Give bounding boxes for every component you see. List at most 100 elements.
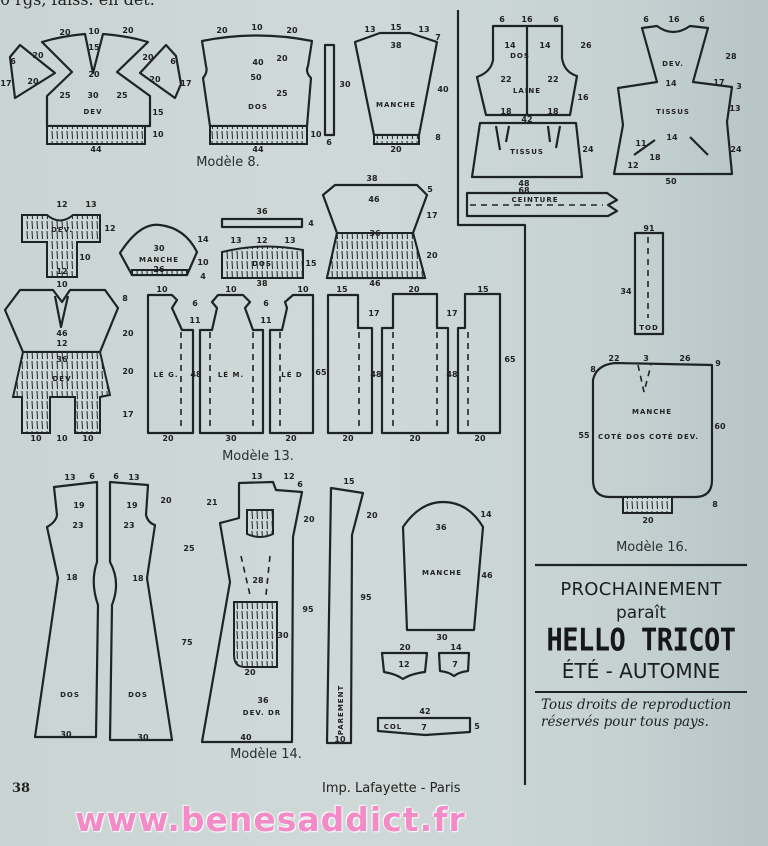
model8-left-sleeve-piece [8,43,57,100]
measurement: 6 [89,472,95,481]
measurement: 11 [260,316,272,325]
measurement: 6 [113,472,119,481]
model8-right-sleeve-piece [138,43,183,100]
measurement: 17 [426,211,437,220]
measurement: 4 [200,272,206,281]
measurement: 17 [446,309,457,318]
model14-pocket-flap-1 [380,651,429,681]
measurement: 16 [577,93,589,102]
model13-dos-piece [221,245,304,279]
measurement: 15 [477,285,489,294]
model14-dos-left-label: DOS [60,691,80,699]
measurement: 48 [518,179,530,188]
measurement: 13 [64,473,75,482]
measurement: 48 [370,370,382,379]
model16-dev-tissus-piece [612,24,734,176]
measurement: 23 [123,521,134,530]
model13-back-panel-3 [456,292,502,435]
measurement: 9 [715,359,721,368]
measurement: 46 [368,195,380,204]
measurement: 6 [192,299,198,308]
measurement: 25 [276,89,288,98]
measurement: 14 [480,510,492,519]
measurement: 30 [339,80,351,89]
model13-panel-le-g [146,293,195,435]
model8-dev-label: DEV [83,108,102,116]
measurement: 15 [305,259,317,268]
measurement: 40 [240,733,252,742]
model16-cote-dev-label: COTÉ DEV. [649,432,699,441]
model14-manche-label: MANCHE [422,569,462,577]
model13-caption: Modèle 13. [222,449,294,464]
measurement: 16 [668,15,680,24]
model16-manche-label: MANCHE [632,408,672,416]
model16-manche-cuff [622,496,673,514]
announcement-parait: paraît [615,603,666,623]
measurement: 30 [277,631,289,640]
model16-laine-label: LAINE [513,87,541,95]
measurement: 18 [66,573,78,582]
model16-caption: Modèle 16. [616,540,688,555]
model8-dos-label: DOS [248,103,268,111]
measurement: 16 [521,15,533,24]
model14-dos-right-label: DOS [128,691,148,699]
model13-panel-le-m [198,293,265,435]
measurement: 7 [421,723,427,732]
measurement: 48 [446,370,458,379]
measurement: 8 [590,365,596,374]
printer-credit: Imp. Lafayette - Paris [322,781,461,796]
measurement: 13 [418,25,429,34]
measurement: 6 [499,15,505,24]
measurement: 36 [435,523,447,532]
measurement: 17 [180,79,191,88]
measurement: 38 [366,174,378,183]
measurement: 21 [206,498,218,507]
measurement: 36 [257,696,269,705]
measurement: 20 [286,26,298,35]
model14-dos-left-piece [33,480,100,739]
model8-manche-ribbing [373,134,420,145]
model8-strip [323,43,336,137]
measurement: 20 [399,643,411,652]
measurement: 46 [56,329,68,338]
measurement: 20 [88,70,100,79]
model8-dev-piece [40,32,152,128]
announcement-season: ÉTÉ - AUTOMNE [561,659,721,683]
model13-le-g-label: LÉ G. [153,370,178,379]
measurement: 6 [326,138,332,147]
model13-panel-le-d [268,293,315,435]
model16-tissus-label: TISSUS [510,148,544,156]
measurement: 25 [116,91,128,100]
announcement-title: HELLO TRICOT [546,622,736,659]
measurement: 10 [156,285,168,294]
measurement: 20 [122,26,134,35]
measurement: 18 [132,574,144,583]
measurement: 12 [283,472,294,481]
measurement: 13 [251,472,262,481]
measurement: 11 [635,139,647,148]
measurement: 7 [435,33,441,42]
model16-strip [633,231,665,336]
measurement: 20 [408,285,420,294]
measurement: 30 [87,91,99,100]
model16-ceinture-piece [465,191,619,218]
measurement: 55 [578,431,590,440]
model14-dos-right-piece [108,480,174,742]
model8-dev-ribbing [46,125,146,145]
model16-skirt-piece [470,121,584,179]
measurement: 15 [390,23,402,32]
measurement: 15 [88,43,100,52]
measurement: 20 [122,329,134,338]
measurement: 10 [310,130,322,139]
measurement: 15 [343,477,355,486]
model16-ceinture-label: CEINTURE [511,196,558,204]
measurement: 26 [679,354,691,363]
model8-manche-label: MANCHE [376,101,416,109]
model16-dev-label: DEV. [662,60,684,68]
measurement: 12 [56,200,67,209]
model14-col-label: COL [384,723,403,731]
measurement: 5 [427,185,433,194]
measurement: 46 [481,571,493,580]
announcement-prochainement: PROCHAINEMENT [560,579,722,600]
